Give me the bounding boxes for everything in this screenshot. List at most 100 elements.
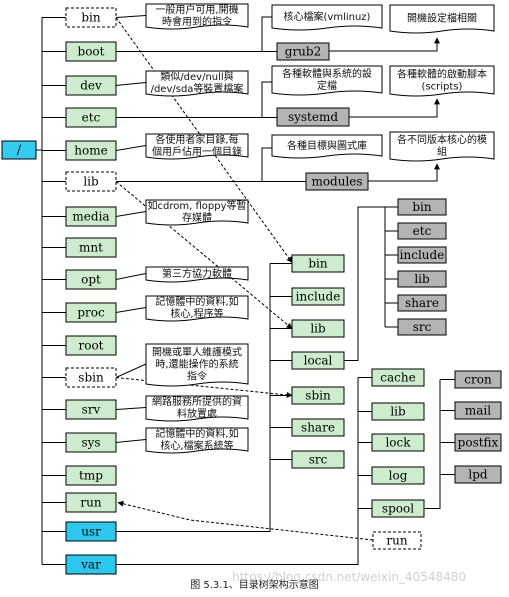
- dir-sys-box: [65, 432, 117, 453]
- dir-spool-mail[interactable]: mail: [454, 401, 502, 420]
- dir-etc-systemd-label: systemd: [288, 110, 338, 124]
- dir-spool-postfix-label: postfix: [458, 436, 499, 450]
- dir-tmp[interactable]: tmp: [65, 465, 117, 486]
- dir-var-lock[interactable]: lock: [371, 433, 425, 452]
- dir-home[interactable]: home: [65, 140, 117, 161]
- dir-var-spool-label: spool: [382, 502, 414, 516]
- dir-usr-label: usr: [81, 525, 101, 539]
- dir-spool-lpd-label: lpd: [468, 468, 488, 482]
- dir-opt-box: [65, 269, 117, 290]
- dir-var-lock-label: lock: [385, 436, 411, 450]
- dir-var-run-box: [372, 531, 422, 550]
- dir-spool-cron[interactable]: cron: [454, 370, 502, 389]
- dir-etc-systemd-box: [276, 107, 350, 127]
- dir-boot[interactable]: boot: [65, 41, 117, 62]
- dir-media[interactable]: media: [65, 206, 117, 227]
- dir-local-include-box: [397, 246, 447, 264]
- dir-usr-include-box: [291, 287, 345, 306]
- dir-spool-lpd[interactable]: lpd: [454, 465, 502, 484]
- note-srv-shape: [145, 395, 249, 422]
- dir-usr-lib-label: lib: [310, 322, 326, 336]
- note-line-opt: [115, 273, 147, 280]
- dir-proc[interactable]: proc: [65, 302, 117, 323]
- dir-sbin[interactable]: sbin: [65, 367, 117, 388]
- dir-local-src-label: src: [413, 320, 432, 334]
- note-bin-text: 一般用户可用,開機: [155, 3, 238, 16]
- dir-usr-local-box: [291, 351, 345, 370]
- dir-local-lib[interactable]: lib: [397, 270, 447, 288]
- systemd-to-scripts-line: [349, 98, 440, 118]
- dir-usr-lib[interactable]: lib: [291, 319, 345, 338]
- root-dir-box: [1, 140, 37, 160]
- dir-sbin-box: [65, 367, 117, 388]
- dir-local-etc[interactable]: etc: [397, 222, 447, 240]
- dir-var-log-label: log: [389, 469, 408, 483]
- note-home-text: 個用戶佔用一個目錄: [152, 145, 242, 158]
- root-dir[interactable]: /: [1, 140, 37, 160]
- dir-var[interactable]: var: [65, 554, 117, 575]
- dir-run[interactable]: run: [65, 492, 117, 513]
- usr-trunk-line: [116, 263, 271, 532]
- dir-sbin-label: sbin: [78, 371, 104, 385]
- note-line-sbin: [115, 363, 147, 378]
- dir-usr-share[interactable]: share: [291, 418, 345, 437]
- note-vmlinuz-shape: [271, 4, 383, 31]
- note-opt: 第三方協力軟體: [145, 266, 249, 283]
- dir-var-run[interactable]: run: [372, 531, 422, 550]
- dir-usr-bin[interactable]: bin: [291, 254, 345, 273]
- dir-usr-include[interactable]: include: [291, 287, 345, 306]
- dir-boot-grub2[interactable]: grub2: [276, 42, 330, 61]
- note-sbin-shape: [145, 343, 249, 387]
- note-line-srv: [115, 407, 147, 410]
- dir-local-share-label: share: [405, 296, 439, 310]
- dir-opt[interactable]: opt: [65, 269, 117, 290]
- dir-sys[interactable]: sys: [65, 432, 117, 453]
- dir-root-box: [65, 335, 117, 356]
- note-dev: 類似/dev/null與/dev/sda等裝置檔案: [145, 70, 249, 97]
- dir-var-cache[interactable]: cache: [371, 368, 425, 387]
- dir-boot-label: boot: [78, 45, 105, 59]
- dir-usr-local[interactable]: local: [291, 351, 345, 370]
- note-etc-scripts-shape: [389, 65, 495, 97]
- dir-etc-systemd[interactable]: systemd: [276, 107, 350, 127]
- dir-usr-sbin-box: [291, 386, 345, 405]
- dir-var-log[interactable]: log: [371, 466, 425, 485]
- note-sys-text: 記憶體中的資料,如: [155, 427, 238, 440]
- dir-etc[interactable]: etc: [65, 107, 117, 128]
- dir-root[interactable]: root: [65, 335, 117, 356]
- dir-var-lock-box: [371, 433, 425, 452]
- dir-usr[interactable]: usr: [65, 521, 117, 542]
- dir-local-share[interactable]: share: [397, 294, 447, 312]
- dir-lib[interactable]: lib: [65, 171, 117, 192]
- dir-usr-sbin[interactable]: sbin: [291, 386, 345, 405]
- dir-mnt[interactable]: mnt: [65, 237, 117, 258]
- dir-var-spool[interactable]: spool: [371, 499, 425, 518]
- dir-local-include-label: include: [400, 248, 445, 262]
- dir-spool-postfix[interactable]: postfix: [454, 433, 502, 452]
- dir-mnt-box: [65, 237, 117, 258]
- dir-var-lib[interactable]: lib: [371, 402, 425, 421]
- dir-local-include[interactable]: include: [397, 246, 447, 264]
- note-etc-config-text: 定檔: [317, 79, 337, 92]
- dir-dev[interactable]: dev: [65, 75, 117, 96]
- dir-lib-modules-box: [305, 172, 369, 191]
- dir-tmp-label: tmp: [79, 469, 103, 483]
- dir-local-src[interactable]: src: [397, 318, 447, 336]
- node-layer: / bin boot dev etc home lib media mnt opt proc root…: [1, 3, 502, 575]
- dir-bin[interactable]: bin: [65, 7, 117, 28]
- dir-local-bin[interactable]: bin: [397, 198, 447, 216]
- symlink-sbin-to-usr-sbin: [115, 377, 293, 398]
- note-vmlinuz: 核心檔案(vmlinuz): [271, 4, 383, 31]
- note-lib-format-text: 各種目標與圖式庫: [287, 139, 367, 152]
- note-line-media: [115, 211, 147, 217]
- note-media-shape: [145, 199, 249, 226]
- note-line-proc: [115, 307, 147, 313]
- dir-lib-modules[interactable]: modules: [305, 172, 369, 191]
- dir-usr-src[interactable]: src: [291, 450, 345, 469]
- dir-srv[interactable]: srv: [65, 399, 117, 420]
- dir-lib-modules-label: modules: [311, 175, 362, 189]
- note-srv-text: 料放置處: [177, 407, 217, 420]
- dir-etc-box: [65, 107, 117, 128]
